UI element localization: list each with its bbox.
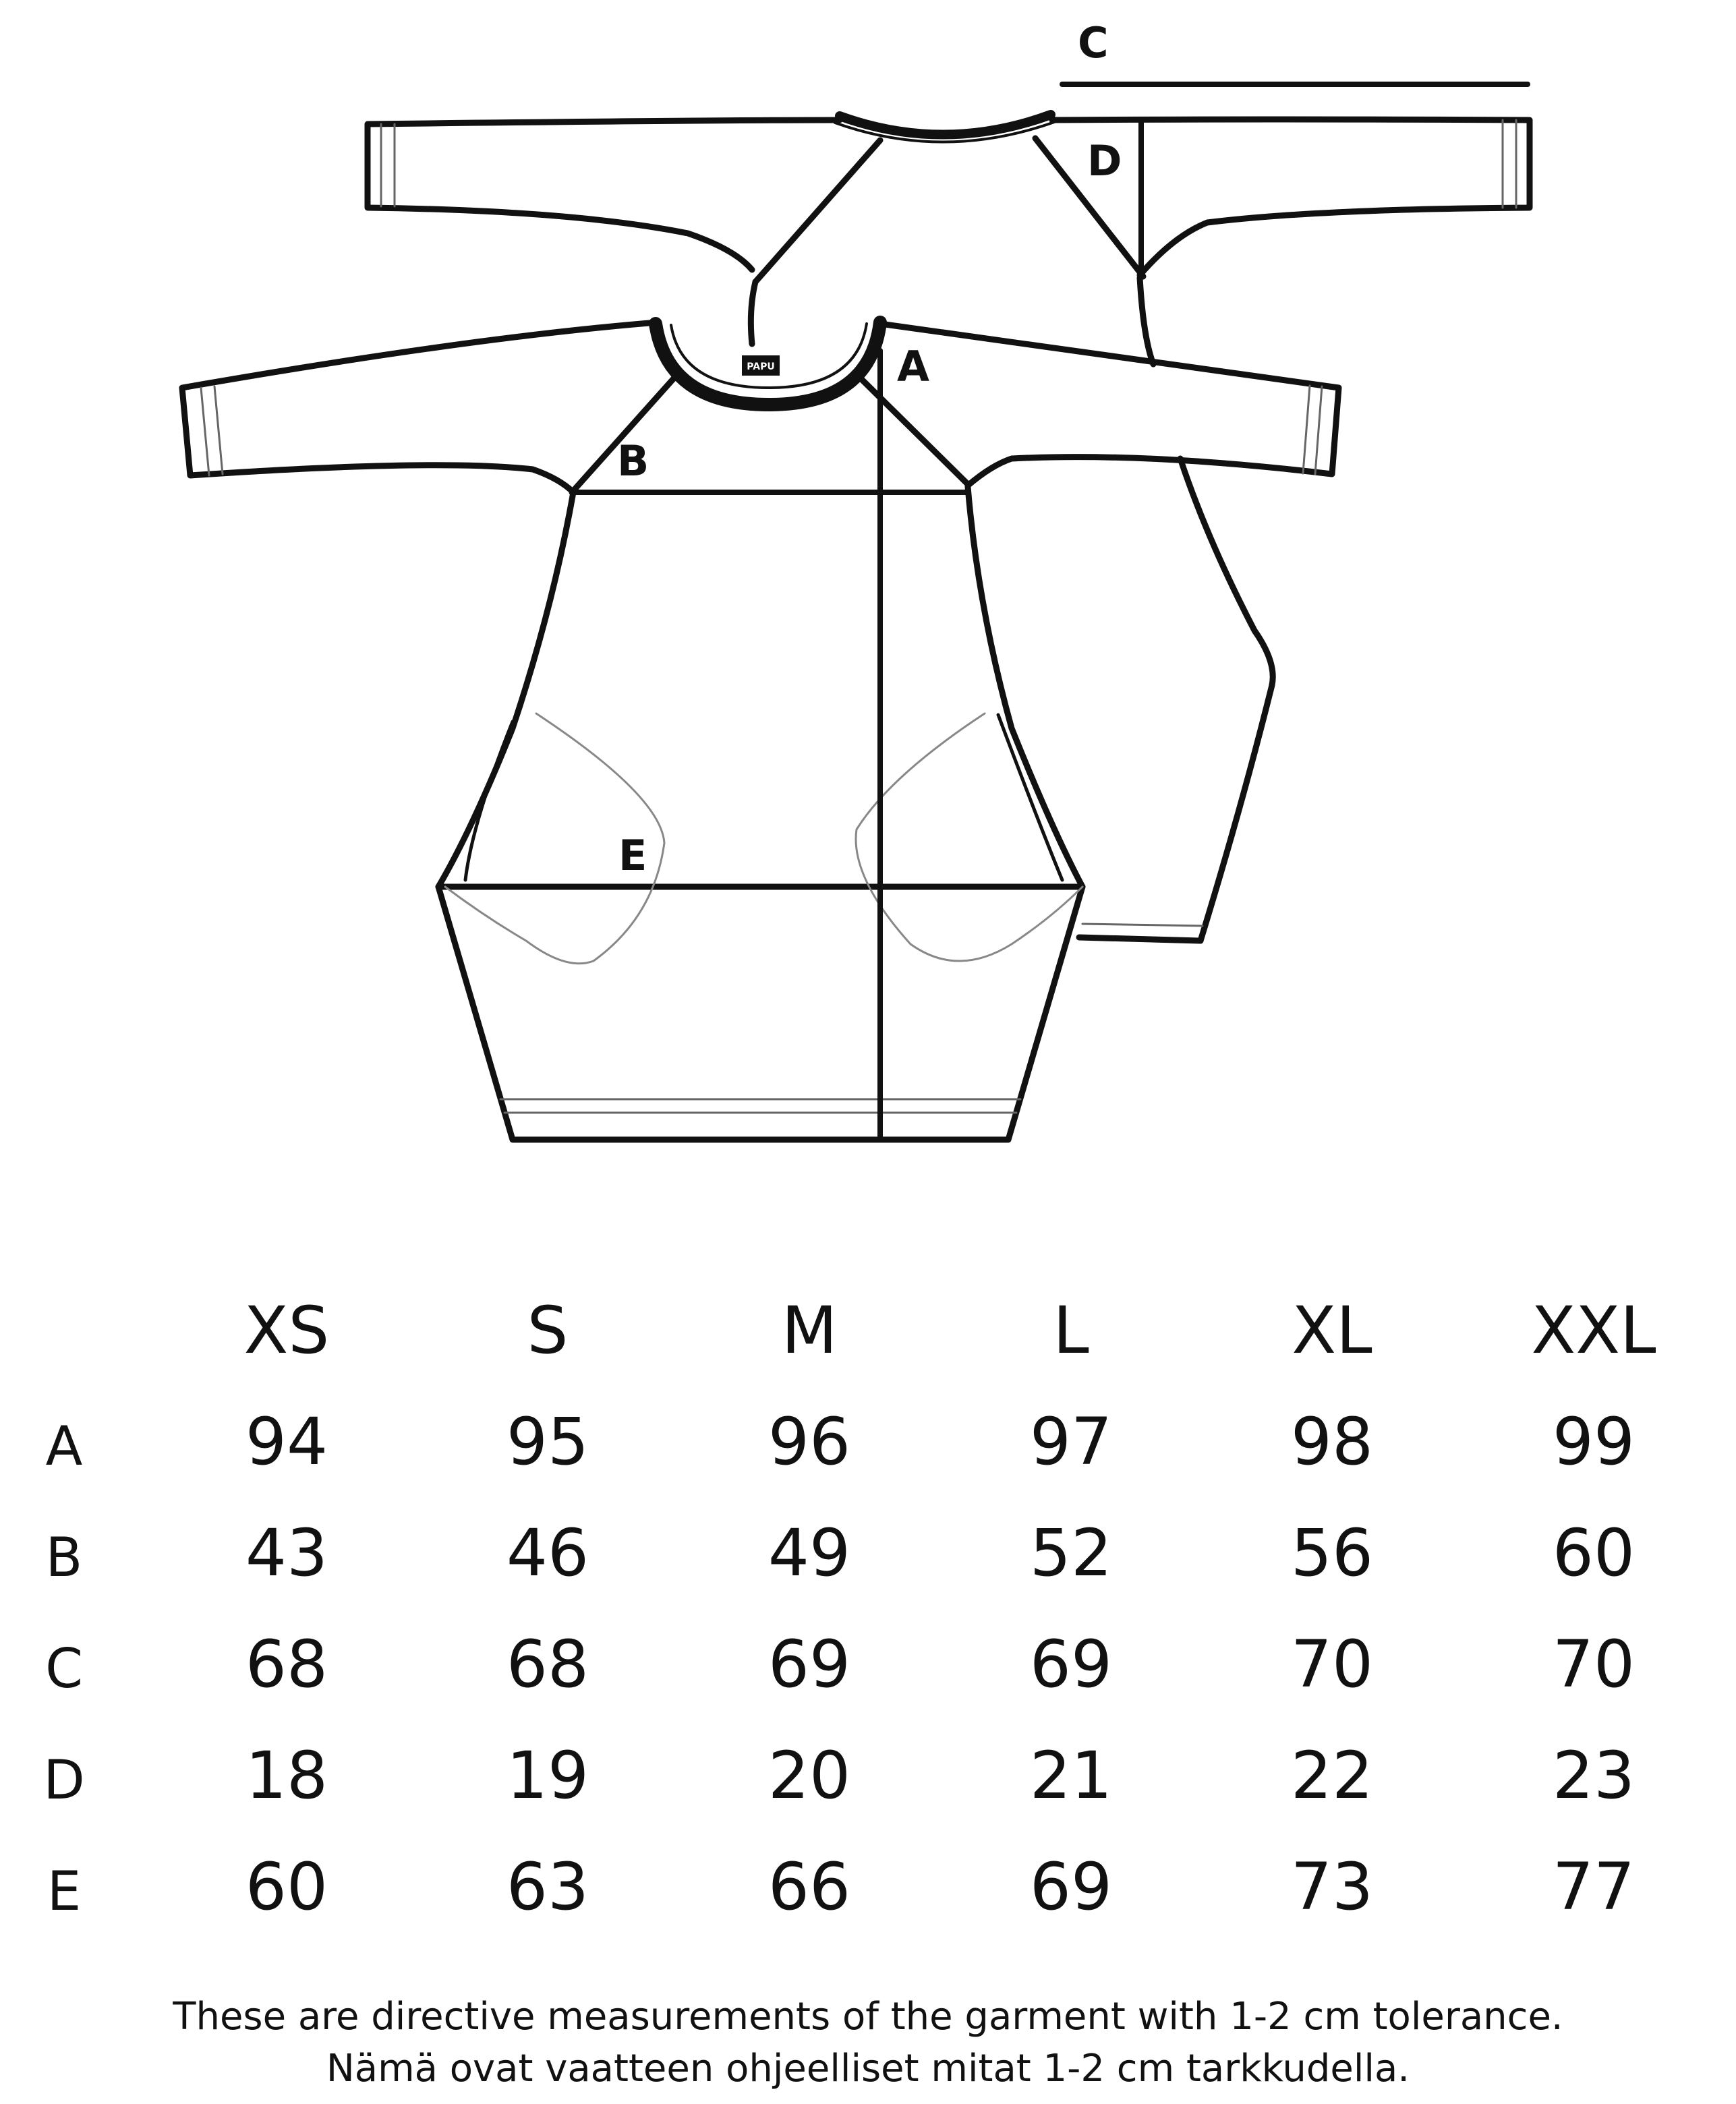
cell-b-xs: 43 [245, 1515, 328, 1591]
cell-e-l: 69 [1029, 1849, 1113, 1925]
cell-d-l: 21 [1029, 1738, 1113, 1813]
cell-a-xs: 94 [245, 1404, 328, 1480]
row-label-d: D [43, 1749, 85, 1811]
label-c: C [1078, 18, 1109, 67]
cell-c-xl: 70 [1290, 1627, 1374, 1702]
cell-c-xxl: 70 [1552, 1627, 1636, 1702]
cell-b-m: 49 [768, 1515, 851, 1591]
front-view [179, 316, 1342, 1143]
row-label-e: E [47, 1860, 82, 1923]
cell-a-s: 95 [506, 1404, 589, 1480]
cell-b-xxl: 60 [1552, 1515, 1636, 1591]
brand-tag-text: PAPU [747, 361, 774, 372]
cell-a-xl: 98 [1290, 1404, 1374, 1480]
cell-d-xxl: 23 [1552, 1738, 1636, 1813]
cell-b-l: 52 [1029, 1515, 1113, 1591]
garment-diagram: PAPU A B C D E [179, 18, 1533, 1143]
header-xxl: XXL [1531, 1293, 1656, 1368]
label-e: E [618, 831, 647, 880]
cell-e-xxl: 77 [1552, 1849, 1636, 1925]
row-label-b: B [45, 1526, 83, 1589]
tolerance-note-english: These are directive measurements of the … [173, 1995, 1563, 2039]
row-label-c: C [45, 1637, 83, 1700]
cell-c-m: 69 [768, 1627, 851, 1702]
cell-c-l: 69 [1029, 1627, 1113, 1702]
header-l: L [1053, 1293, 1089, 1368]
header-s: S [527, 1293, 569, 1368]
cell-e-xs: 60 [245, 1849, 328, 1925]
label-d: D [1087, 136, 1122, 185]
label-a: A [897, 342, 929, 391]
back-view [364, 110, 1533, 944]
cell-d-xs: 18 [245, 1738, 328, 1813]
tolerance-note-finnish: Nämä ovat vaatteen ohjeelliset mitat 1-2… [326, 2047, 1410, 2091]
header-xs: XS [243, 1293, 330, 1368]
header-m: M [781, 1293, 838, 1368]
cell-c-s: 68 [506, 1627, 589, 1702]
label-b: B [617, 436, 649, 486]
measurement-lines [569, 82, 1530, 1142]
cell-b-s: 46 [506, 1515, 589, 1591]
cell-e-s: 63 [506, 1849, 589, 1925]
header-xl: XL [1292, 1293, 1372, 1368]
cell-a-m: 96 [768, 1404, 851, 1480]
brand-tag [742, 355, 780, 376]
cell-e-m: 66 [768, 1849, 851, 1925]
cell-b-xl: 56 [1290, 1515, 1374, 1591]
cell-a-xxl: 99 [1552, 1404, 1636, 1480]
cell-d-s: 19 [506, 1738, 589, 1813]
cell-d-m: 20 [768, 1738, 851, 1813]
cell-d-xl: 22 [1290, 1738, 1374, 1813]
cell-a-l: 97 [1029, 1404, 1113, 1480]
row-label-a: A [45, 1415, 83, 1478]
cell-e-xl: 73 [1290, 1849, 1374, 1925]
cell-c-xs: 68 [245, 1627, 328, 1702]
